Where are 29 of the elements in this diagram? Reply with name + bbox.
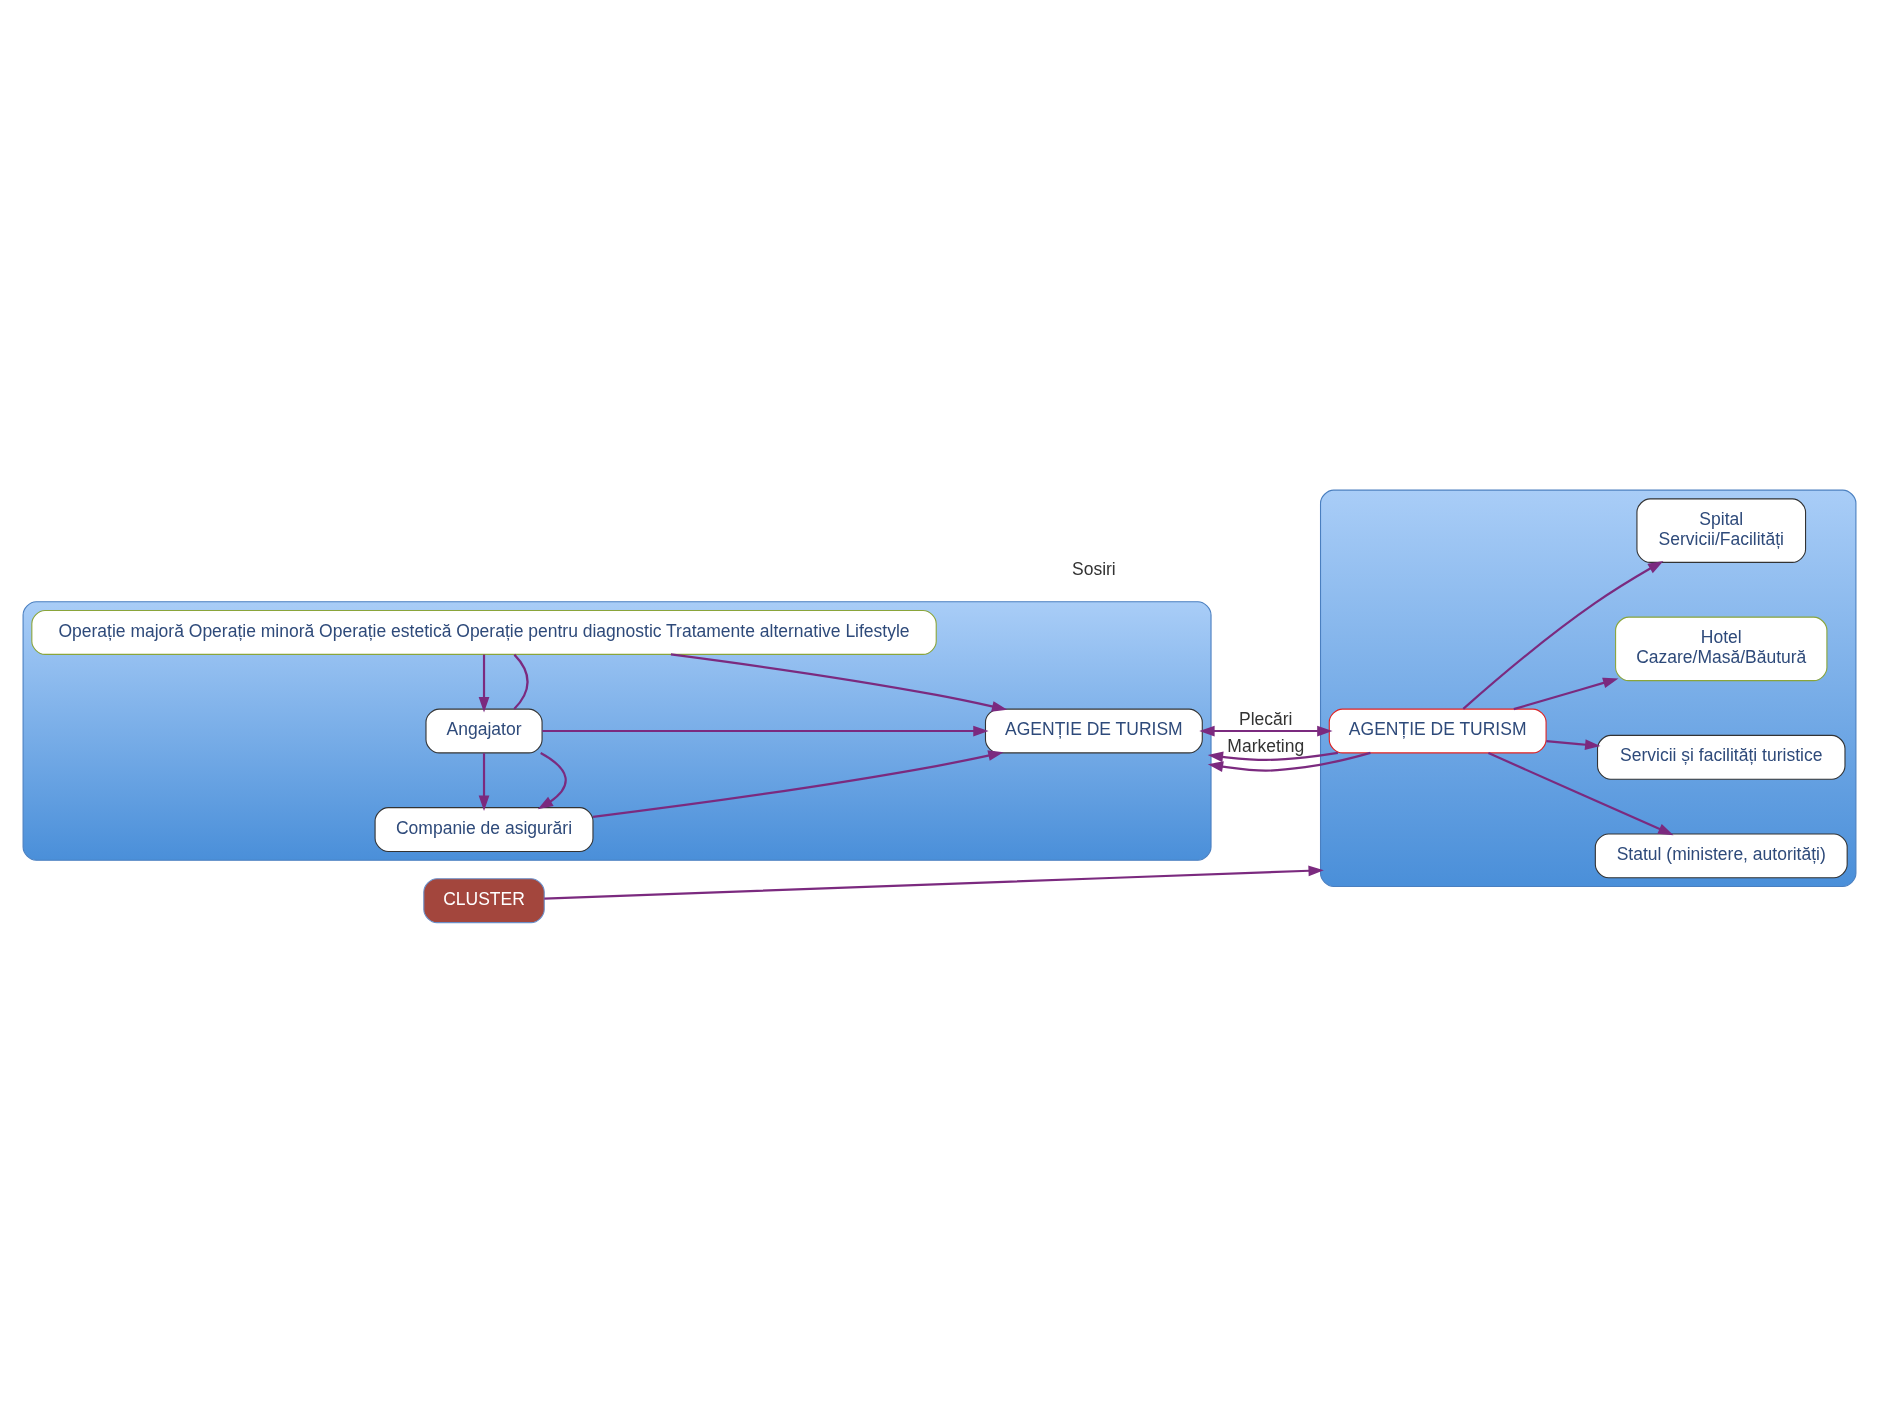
arrow (478, 753, 490, 811)
node-box: Angajator (425, 708, 543, 754)
node-box: Spital Servicii/Facilități (1636, 498, 1807, 563)
node-box: Statul (ministere, autorități) (1594, 833, 1848, 879)
node-box: Hotel Cazare/Masă/Băutură (1615, 616, 1828, 682)
arrow (1207, 751, 1371, 772)
arrow (1546, 739, 1601, 751)
arrow (1513, 677, 1619, 711)
arrow (537, 752, 567, 810)
edge-label: Marketing (1227, 735, 1305, 756)
connector (513, 653, 529, 710)
node-box: Operație majoră Operație minoră Operație estetică Operație pentru diagnostic Tratamente alternative Lifestyle (31, 610, 937, 655)
arrow (478, 654, 490, 713)
edge-label: Plecări (1239, 709, 1293, 730)
arrow (544, 865, 1324, 900)
label: Sosiri (1072, 559, 1116, 580)
arrow (1207, 751, 1339, 763)
arrow (1199, 725, 1333, 737)
arrow (592, 750, 1004, 818)
node-box: CLUSTER (423, 878, 545, 924)
arrow (1462, 560, 1664, 710)
arrow (542, 725, 989, 737)
arrow (670, 653, 1008, 712)
cluster (22, 601, 1212, 861)
node-box: Servicii și facilități turistice (1597, 734, 1846, 780)
arrow (1487, 752, 1674, 836)
node-box: Companie de asigurări (374, 807, 594, 852)
node-box: AGENȚIE DE TURISM (984, 708, 1203, 754)
node-box: AGENȚIE DE TURISM (1328, 708, 1547, 754)
